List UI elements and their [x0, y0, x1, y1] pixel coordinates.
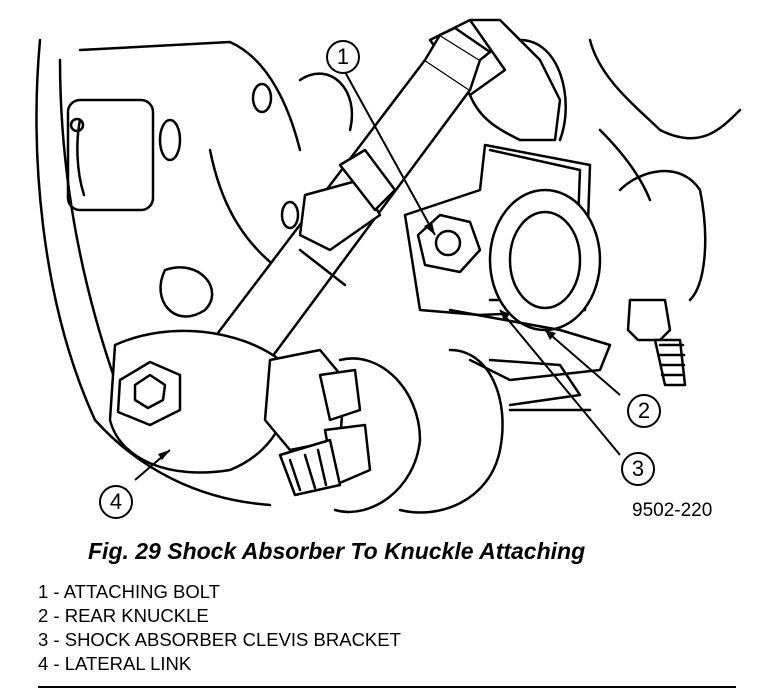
brake-backing-plate: [35, 38, 272, 507]
figure-code: 9502-220: [632, 500, 713, 521]
tool-socket: [298, 178, 382, 252]
shock-absorber-knuckle-illustration: [35, 18, 742, 514]
legend-item: 4 - LATERAL LINK: [38, 653, 192, 674]
callout-4: 4: [99, 485, 133, 519]
backing-plate-pad: [66, 98, 155, 212]
callout-3: 3: [621, 452, 655, 486]
legend-item: 2 - REAR KNUCKLE: [38, 605, 209, 626]
legend-item: 1 - ATTACHING BOLT: [38, 581, 220, 602]
bottom-rule: [38, 686, 736, 688]
rear-knuckle: [448, 308, 612, 382]
lateral-link-bolt-head: [116, 360, 182, 427]
figure-caption: Fig. 29 Shock Absorber To Knuckle Attach…: [88, 538, 586, 564]
legend: 1 - ATTACHING BOLT 2 - REAR KNUCKLE 3 - …: [38, 580, 401, 676]
shock-upper-rod: [468, 18, 562, 142]
callout-2: 2: [627, 394, 661, 428]
legend-item: 3 - SHOCK ABSORBER CLEVIS BRACKET: [38, 629, 401, 650]
knuckle-stud: [626, 298, 672, 342]
callout-1: 1: [326, 40, 360, 74]
